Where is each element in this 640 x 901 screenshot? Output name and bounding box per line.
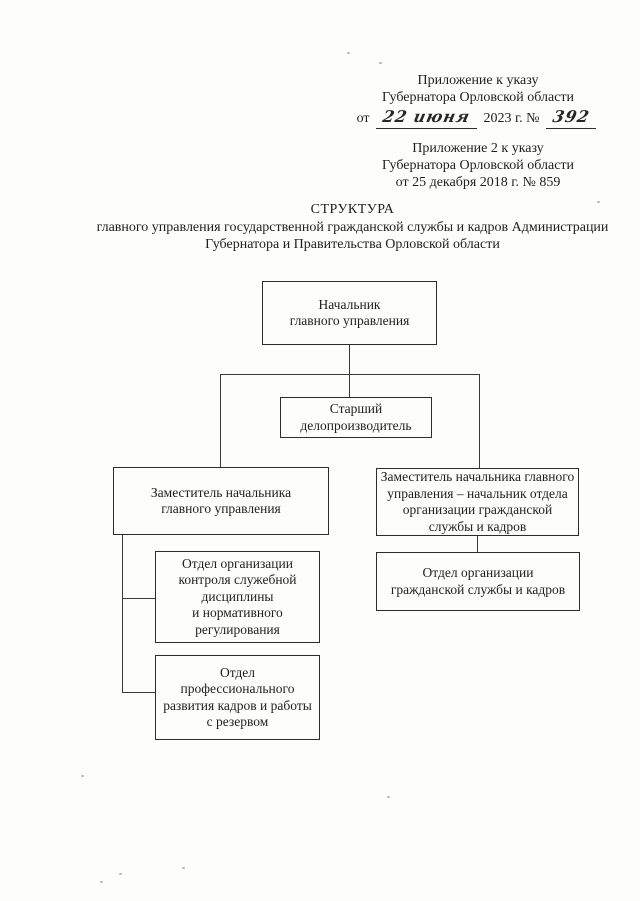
handwritten-number: 392 (551, 107, 592, 126)
appendix-annotation-primary: Приложение к указу Губернатора Орловской… (350, 72, 606, 129)
handwritten-date-field: 22 июня (376, 107, 477, 129)
annotation-line: Приложение 2 к указу (412, 141, 544, 156)
title-subtitle-line: главного управления государственной граж… (96, 220, 509, 235)
annotation-line: Губернатора Орловской области (381, 158, 575, 173)
org-node-dept-professional-development: Отдел профессионального развития кадров … (155, 655, 320, 740)
scan-speck (387, 796, 390, 798)
connector-stub-dept-prof (122, 692, 155, 693)
title-subtitle-line: Администрации Губернатора и Правительств… (205, 220, 609, 252)
connector-horizontal-bar (220, 374, 480, 375)
date-prefix: от (356, 111, 370, 126)
annotation-date-line: от 22 июня 2023 г. № 392 (350, 107, 606, 129)
scan-speck (81, 775, 84, 777)
org-node-senior-clerk: Старший делопроизводитель (280, 397, 432, 438)
title-word: СТРУКТУРА (310, 202, 395, 217)
org-node-dept-civil-service: Отдел организации гражданской службы и к… (376, 552, 580, 611)
connector-left-spine (122, 535, 123, 692)
connector-to-deputy-right (479, 374, 480, 468)
org-node-head-of-directorate: Начальник главного управления (262, 281, 437, 345)
connector-deputy-right-to-dept (477, 536, 478, 552)
scan-speck (379, 62, 382, 64)
appendix-annotation-secondary: Приложение 2 к указу Губернатора Орловск… (350, 140, 606, 191)
connector-to-deputy-left (220, 374, 221, 467)
annotation-line: Приложение к указу (417, 73, 539, 88)
org-node-label: Отдел организации контроля служебной дис… (178, 555, 297, 637)
handwritten-number-field: 392 (545, 107, 597, 129)
org-node-dept-discipline-control: Отдел организации контроля служебной дис… (155, 551, 320, 643)
org-node-label: Старший делопроизводитель (300, 401, 412, 433)
scan-speck (119, 873, 122, 875)
scan-speck (597, 201, 600, 203)
org-node-label: Начальник главного управления (289, 296, 410, 329)
annotation-line: от 25 декабря 2018 г. № 859 (395, 175, 561, 190)
date-middle: 2023 г. № (483, 111, 540, 126)
connector-to-clerk (349, 374, 350, 397)
document-title: СТРУКТУРА главного управления государств… (65, 201, 640, 253)
org-node-label: Заместитель начальника главного управлен… (150, 484, 292, 517)
connector-stub-dept-control (122, 598, 155, 599)
org-node-label: Отдел профессионального развития кадров … (163, 664, 312, 730)
scan-speck (100, 881, 103, 883)
org-node-deputy-head-dept-chief: Заместитель начальника главного управлен… (376, 468, 579, 536)
org-node-label: Заместитель начальника главного управлен… (380, 469, 575, 534)
org-node-label: Отдел организации гражданской службы и к… (390, 565, 566, 597)
org-node-deputy-head: Заместитель начальника главного управлен… (113, 467, 329, 535)
scan-speck (182, 867, 185, 869)
scan-speck (347, 52, 350, 54)
annotation-line: Губернатора Орловской области (381, 90, 575, 105)
handwritten-date: 22 июня (381, 107, 473, 126)
connector-head-to-cross (349, 345, 350, 374)
